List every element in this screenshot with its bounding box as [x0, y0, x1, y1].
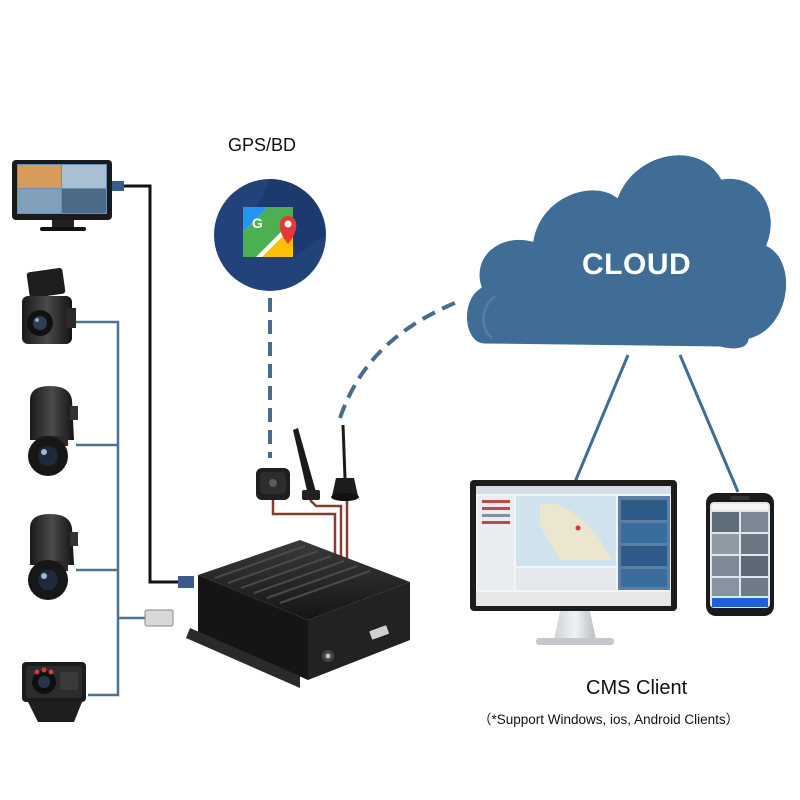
camera-icon [28, 386, 78, 476]
monitor-cable [124, 184, 178, 584]
cms-client-title: CMS Client [586, 677, 688, 699]
desktop-icon [470, 480, 677, 645]
cloud-client-links [573, 354, 740, 493]
camera-cable [76, 320, 120, 697]
cloud-shape [464, 152, 790, 352]
antenna-icon [331, 424, 359, 501]
camera-icon [22, 268, 76, 344]
cloud-signal-link [338, 298, 463, 419]
svg-text:G: G [252, 215, 263, 231]
wireless-links [268, 298, 463, 458]
monitor-icon [12, 160, 124, 231]
cloud-pc-link [573, 354, 630, 483]
phone-icon [706, 493, 774, 616]
gps-antenna-cable [271, 500, 337, 560]
antenna-cable [309, 499, 343, 560]
wiring [76, 184, 349, 697]
mdvr-icon [144, 540, 410, 688]
cms-client-note: （*Support Windows, ios, Android Clients） [478, 712, 740, 727]
cloud-label: CLOUD [582, 248, 692, 281]
cloud-phone-link [678, 354, 740, 493]
gps-label: GPS/BD [228, 135, 297, 155]
gps-antenna-icon [256, 468, 290, 500]
gps-map-icon: G [214, 179, 326, 291]
antenna-icon [293, 428, 320, 500]
camera-icon [28, 514, 78, 600]
camera-icon [22, 662, 86, 722]
